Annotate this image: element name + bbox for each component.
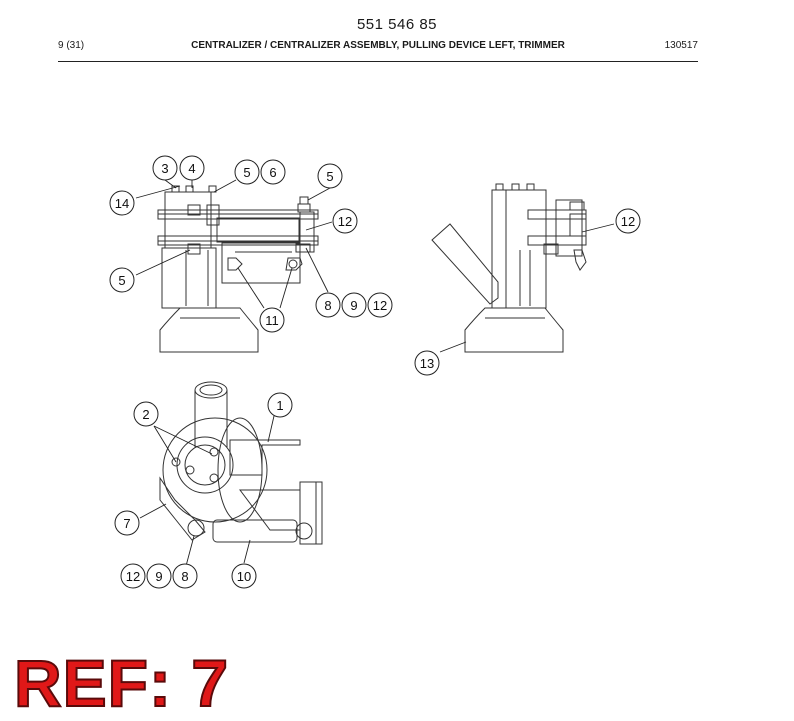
callout-9: 9 (341, 292, 367, 318)
side-view-drawing (431, 183, 587, 353)
svg-text:12: 12 (621, 214, 635, 229)
callout-5: 5 (109, 267, 135, 293)
callouts: 3 4 5 6 5 14 12 5 8 9 12 11 12 13 1 2 7 … (109, 155, 641, 589)
svg-text:5: 5 (243, 165, 250, 180)
svg-text:8: 8 (181, 569, 188, 584)
callout-2: 2 (133, 401, 159, 427)
svg-text:2: 2 (142, 407, 149, 422)
callout-12: 12 (615, 208, 641, 234)
svg-text:3: 3 (161, 161, 168, 176)
header-row: 9 (31) CENTRALIZER / CENTRALIZER ASSEMBL… (58, 40, 698, 56)
svg-text:12: 12 (373, 298, 387, 313)
callout-12: 12 (332, 208, 358, 234)
date-code: 130517 (664, 40, 698, 51)
callout-9: 9 (146, 563, 172, 589)
svg-text:13: 13 (420, 356, 434, 371)
top-view-drawing (159, 381, 323, 545)
svg-text:5: 5 (118, 273, 125, 288)
svg-text:12: 12 (338, 214, 352, 229)
callout-5: 5 (317, 163, 343, 189)
reference-label: REF: 7 (13, 646, 230, 720)
svg-text:4: 4 (188, 161, 195, 176)
svg-text:6: 6 (269, 165, 276, 180)
svg-text:10: 10 (237, 569, 251, 584)
leader-lines (135, 179, 615, 567)
svg-text:8: 8 (324, 298, 331, 313)
callout-3: 3 (152, 155, 178, 181)
callout-6: 6 (260, 159, 286, 185)
svg-text:9: 9 (155, 569, 162, 584)
callout-4: 4 (179, 155, 205, 181)
svg-text:1: 1 (276, 398, 283, 413)
svg-text:14: 14 (115, 196, 129, 211)
svg-text:11: 11 (265, 313, 279, 328)
svg-text:5: 5 (326, 169, 333, 184)
callout-12: 12 (367, 292, 393, 318)
svg-text:9: 9 (350, 298, 357, 313)
document-title: CENTRALIZER / CENTRALIZER ASSEMBLY, PULL… (191, 40, 565, 51)
callout-7: 7 (114, 510, 140, 536)
callout-8: 8 (172, 563, 198, 589)
callout-13: 13 (414, 350, 440, 376)
callout-5: 5 (234, 159, 260, 185)
callout-1: 1 (267, 392, 293, 418)
callout-11: 11 (259, 307, 285, 333)
callout-14: 14 (109, 190, 135, 216)
front-view-drawing (157, 185, 319, 353)
document-number: 551 546 85 (356, 16, 438, 33)
callout-12: 12 (120, 563, 146, 589)
page-indicator: 9 (31) (58, 40, 85, 51)
callout-8: 8 (315, 292, 341, 318)
svg-text:7: 7 (123, 516, 130, 531)
svg-text:12: 12 (126, 569, 140, 584)
header-rule (58, 61, 698, 62)
callout-10: 10 (231, 563, 257, 589)
